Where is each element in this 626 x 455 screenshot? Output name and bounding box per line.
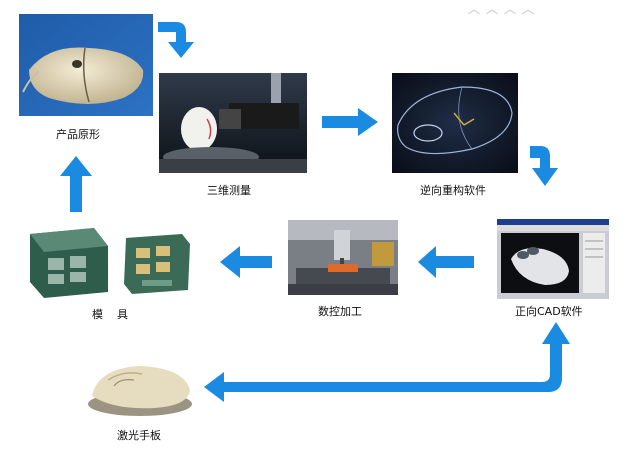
mold-photo-right — [122, 232, 192, 296]
mold-photo-left — [24, 224, 112, 302]
mold-label: 模 具 — [92, 308, 128, 321]
cnc-label: 数控加工 — [318, 305, 362, 318]
arrow-cad-to-cnc — [418, 246, 474, 278]
reverse-label: 逆向重构软件 — [420, 184, 486, 197]
mold-half-right-image — [122, 232, 192, 296]
forward-cad-image — [497, 219, 609, 299]
laser-photo — [84, 360, 196, 418]
forward-cad-photo — [497, 219, 609, 299]
arrow-product-to-scan — [158, 22, 194, 58]
arrow-reverse-to-cad — [530, 146, 558, 186]
mouse-prototype-image — [19, 14, 153, 116]
3d-measurement-image — [159, 73, 307, 173]
watermark-marks: ︿︿︿︿ — [468, 2, 541, 16]
arrow-cad-to-laser — [204, 322, 570, 402]
cnc-machining-image — [288, 220, 398, 295]
arrow-mold-to-product — [60, 156, 92, 212]
laser-prototype-image — [84, 360, 196, 418]
scan3d-label: 三维测量 — [207, 184, 251, 197]
cnc-photo — [288, 220, 398, 295]
product-label: 产品原形 — [56, 128, 100, 141]
reverse-photo — [392, 73, 518, 173]
reverse-software-image — [392, 73, 518, 173]
forward-cad-label: 正向CAD软件 — [515, 305, 583, 318]
product-photo — [19, 14, 153, 116]
laser-label: 激光手板 — [117, 429, 161, 442]
arrow-cnc-to-mold — [220, 246, 272, 278]
arrow-scan-to-reverse — [322, 108, 378, 136]
mold-half-left-image — [24, 224, 112, 302]
scan3d-photo — [159, 73, 307, 173]
